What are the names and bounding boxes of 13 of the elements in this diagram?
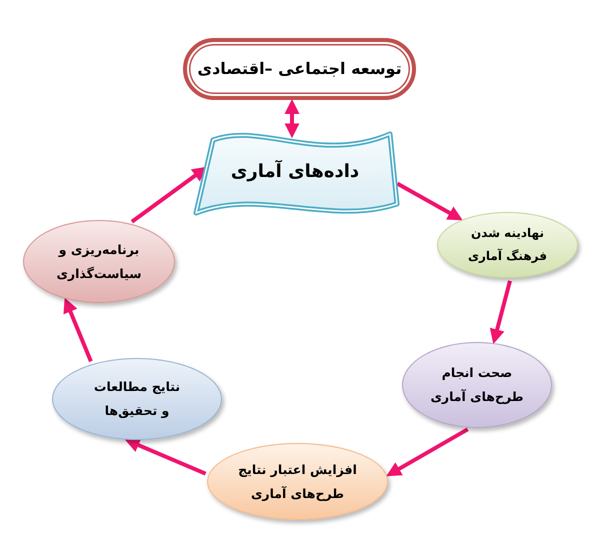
node-text: داده‌های آماری [230,160,360,184]
node-text: نتایج مطالعات و تحقیق‌ها [92,378,182,420]
node-text: صحت انجام طرح‌های آماری [429,364,525,406]
arrow [386,428,469,476]
arrow [63,298,93,362]
node-text: برنامه‌ریزی و سیاست‌گذاری [55,240,143,283]
double-headed-arrow [284,99,300,138]
arrow [396,182,463,220]
arrow [124,438,206,476]
node-text: توسعه اجتماعی –اقتصادی [197,58,402,80]
node-text: افزایش اعتبار نتایج طرح‌های آماری [237,460,358,503]
arrow [490,280,512,344]
node-text: نهادینه شدن فرهنگ آماری [467,225,548,265]
